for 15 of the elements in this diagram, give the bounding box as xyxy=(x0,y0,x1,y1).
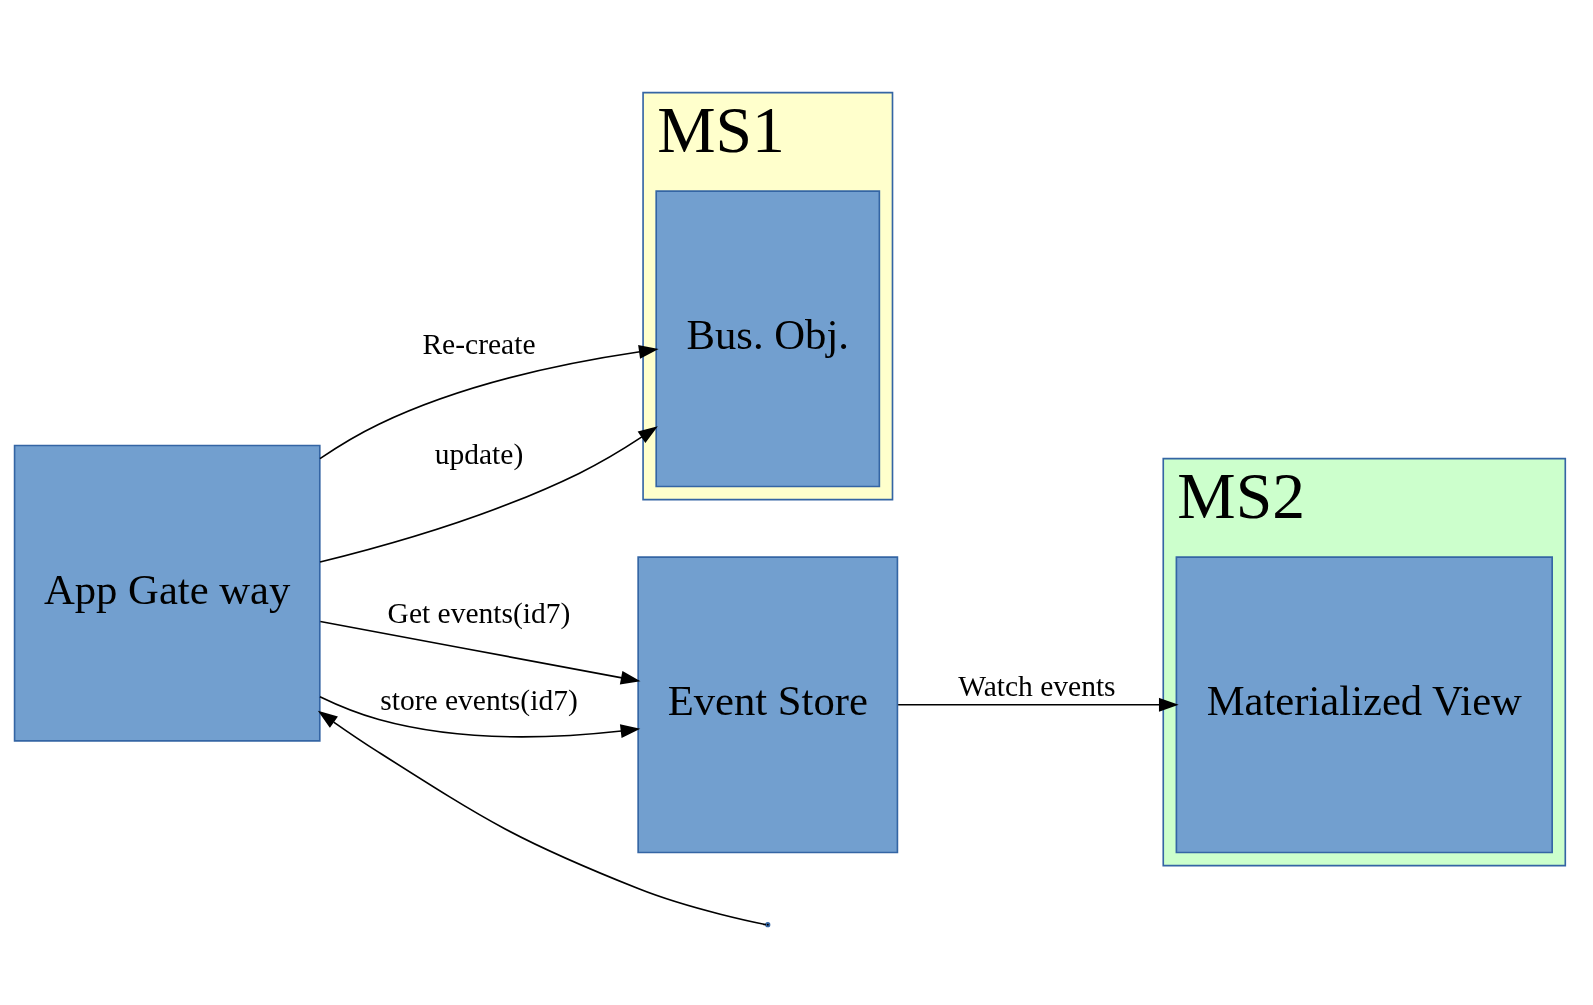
arrow xyxy=(319,695,641,738)
edge-label: Re-create xyxy=(422,327,536,360)
node-box: Materialized View xyxy=(1175,555,1553,853)
arrow xyxy=(317,710,767,925)
node-box: Event Store xyxy=(637,555,899,853)
arrow xyxy=(319,425,658,563)
arrow xyxy=(319,344,659,459)
edge-label: Watch events xyxy=(958,669,1116,702)
node-box: Bus. Obj. xyxy=(655,189,881,487)
edge-label: update) xyxy=(434,437,524,470)
edge-label: store events(id7) xyxy=(380,683,578,716)
node-box: App Gate way xyxy=(13,444,321,742)
arrow xyxy=(897,697,1179,712)
arrow xyxy=(319,620,641,684)
edge-label: Get events(id7) xyxy=(387,596,571,629)
